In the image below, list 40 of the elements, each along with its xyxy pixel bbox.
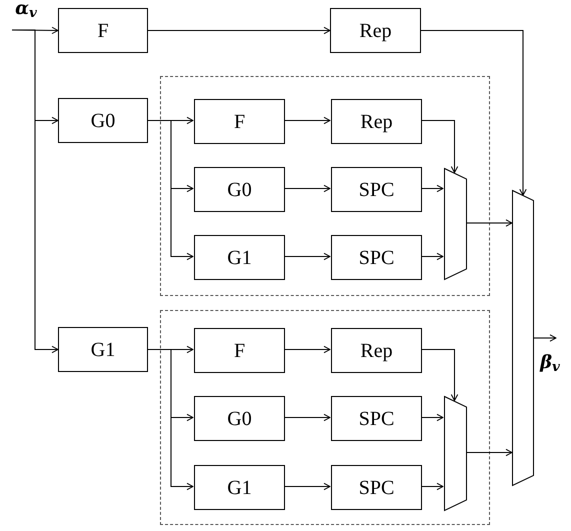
arrow [420, 349, 458, 402]
arrow [420, 184, 444, 192]
arrow [284, 346, 330, 354]
arrow [420, 414, 444, 422]
process-box: G0 [58, 98, 148, 143]
process-box: SPC [331, 235, 422, 280]
arrow [284, 116, 330, 124]
arrow [148, 120, 194, 260]
dashed-group-box [160, 310, 490, 525]
arrow [284, 414, 330, 422]
process-box: G1 [58, 327, 148, 372]
process-box: Rep [331, 99, 422, 144]
arrow [466, 448, 512, 456]
arrow [420, 252, 444, 260]
arrow [148, 349, 194, 490]
process-box: G0 [194, 396, 285, 441]
process-box: F [58, 8, 148, 53]
arrow [12, 30, 58, 354]
process-box: G1 [194, 465, 285, 510]
process-box: Rep [330, 8, 421, 53]
process-box: F [194, 328, 285, 373]
arrow [148, 26, 330, 34]
dashed-group-box [160, 76, 490, 296]
process-box: SPC [331, 167, 422, 212]
arrow [420, 482, 444, 490]
process-box: G1 [194, 235, 285, 280]
math-symbol: α$_{v}$ [15, 0, 37, 18]
arrow [466, 219, 512, 227]
arrow [420, 30, 527, 196]
arrow [284, 252, 330, 260]
arrow [284, 184, 330, 192]
process-box: Rep [331, 328, 422, 373]
math-symbol: β$_{v}$ [540, 354, 560, 372]
arrow [420, 120, 458, 174]
process-box: SPC [331, 396, 422, 441]
process-box: F [194, 99, 285, 144]
process-box: G0 [194, 167, 285, 212]
process-box: SPC [331, 465, 422, 510]
arrow [534, 334, 556, 342]
arrow [284, 482, 330, 490]
